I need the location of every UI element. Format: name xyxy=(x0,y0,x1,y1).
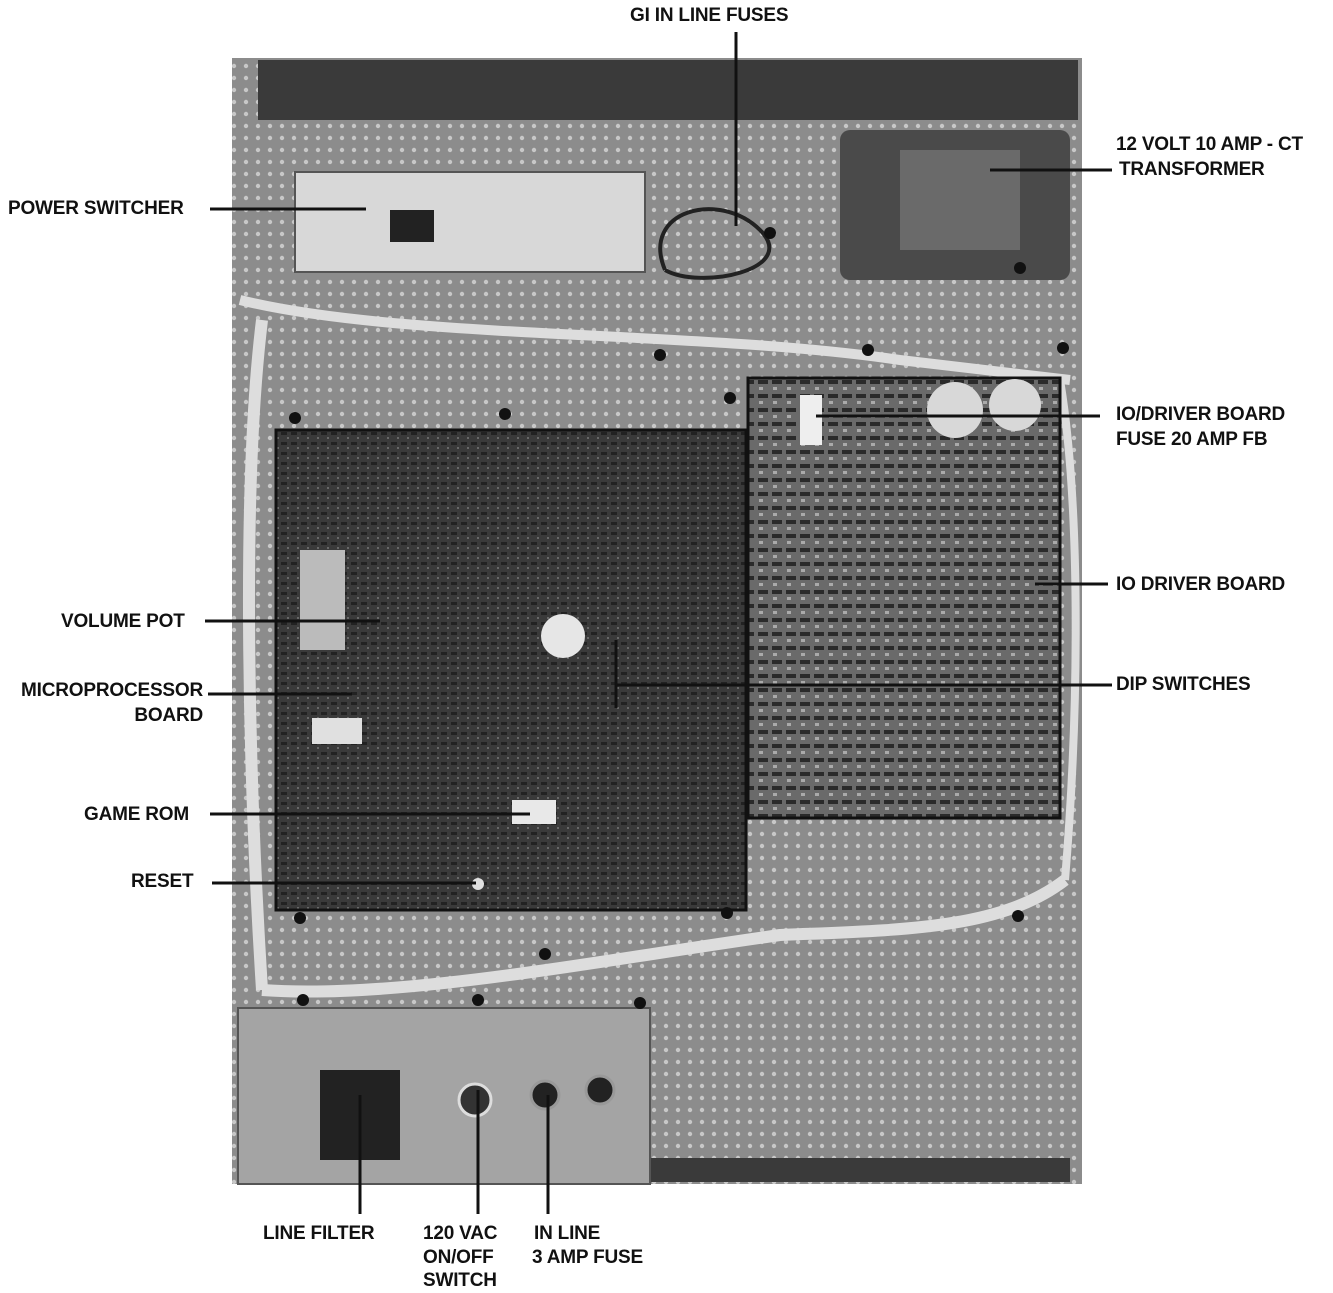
io-capacitor-1 xyxy=(927,382,983,438)
label-gi-in-line-fuses: GI IN LINE FUSES xyxy=(630,5,789,26)
power-switcher-unit xyxy=(294,171,646,273)
power-panel xyxy=(237,1007,651,1185)
label-micro-line2: BOARD xyxy=(134,705,203,726)
label-transformer-line1: 12 VOLT 10 AMP - CT xyxy=(1116,134,1303,155)
io-capacitor-2 xyxy=(989,379,1041,431)
wire-harness-bottom xyxy=(261,875,1069,998)
label-io-fuse-line2: FUSE 20 AMP FB xyxy=(1116,429,1268,450)
label-transformer-line2: TRANSFORMER xyxy=(1119,159,1265,180)
label-vac-line3: SWITCH xyxy=(423,1270,497,1291)
label-vac-line2: ON/OFF xyxy=(423,1247,494,1268)
on-off-switch xyxy=(457,1082,493,1118)
gi-fuse-wires xyxy=(658,207,772,280)
label-dip-switches: DIP SWITCHES xyxy=(1116,674,1251,695)
label-game-rom: GAME ROM xyxy=(84,804,190,825)
transformer-core xyxy=(900,150,1020,250)
mounting-screws xyxy=(289,227,1069,1009)
microprocessor-board xyxy=(274,428,748,912)
inline-fuse-holder-1 xyxy=(529,1079,561,1111)
micro-chip-label xyxy=(312,718,362,744)
power-switcher-window xyxy=(390,210,434,242)
label-io-driver-board: IO DRIVER BOARD xyxy=(1116,574,1286,595)
micro-connector xyxy=(300,550,345,650)
game-rom-chip xyxy=(512,800,556,824)
io-fuse xyxy=(800,395,822,445)
label-micro-line1: MICROPROCESSOR xyxy=(21,680,203,701)
wire-harness-top xyxy=(238,295,1071,385)
label-inline-fuse-line2: 3 AMP FUSE xyxy=(532,1247,643,1268)
top-dark-strip xyxy=(258,60,1078,120)
label-line-filter: LINE FILTER xyxy=(263,1223,375,1244)
io-driver-board xyxy=(746,376,1062,820)
bottom-dark-strip xyxy=(650,1158,1070,1182)
label-vac-line1: 120 VAC xyxy=(423,1223,498,1244)
capacitor xyxy=(541,614,585,658)
label-power-switcher: POWER SWITCHER xyxy=(8,198,184,219)
wire-harness-right xyxy=(1056,379,1080,881)
label-reset: RESET xyxy=(131,871,194,892)
reset-button xyxy=(472,878,484,890)
label-inline-fuse-line1: IN LINE xyxy=(534,1223,601,1244)
label-io-fuse-line1: IO/DRIVER BOARD xyxy=(1116,404,1286,425)
wire-harness-left xyxy=(242,319,268,991)
inline-fuse-holder-2 xyxy=(584,1074,616,1106)
label-volume-pot: VOLUME POT xyxy=(61,611,185,632)
